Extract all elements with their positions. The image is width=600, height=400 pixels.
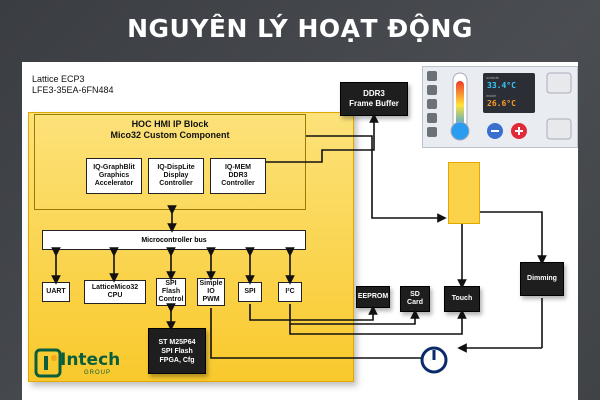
flash-line3: FPGA, Cfg: [159, 356, 195, 364]
module-line: Graphics: [98, 172, 130, 179]
module-line: Controller: [221, 180, 255, 187]
inside-temperature: 26.6°C: [487, 99, 516, 108]
side-button: [427, 71, 437, 81]
cpu-line2: CPU: [107, 292, 123, 299]
side-button: [427, 113, 437, 123]
flash-line2: SPI Flash: [161, 347, 193, 355]
spi-box: SPI: [238, 282, 262, 302]
sd-line1: SD: [410, 291, 420, 298]
intech-logo: Intech GROUP: [30, 344, 130, 384]
outside-label: outside: [486, 75, 499, 80]
inside-label: inside: [486, 93, 497, 98]
chip-part-number: LFE3-35EA-6FN484: [32, 85, 114, 95]
module-line: IQ-DispLite: [157, 164, 195, 171]
spi-flash-line3: Control: [158, 296, 184, 303]
display-connector: [448, 162, 480, 224]
sd-line2: Card: [407, 299, 423, 306]
side-button: [427, 85, 437, 95]
chip-label: Lattice ECP3 LFE3-35EA-6FN484: [32, 74, 114, 96]
gpio-line3: PWM: [202, 296, 220, 303]
chip-name: Lattice ECP3: [32, 74, 85, 84]
spi-flash-chip-box: ST M25P64 SPI Flash FPGA, Cfg: [148, 328, 206, 374]
cpu-box: LatticeMico32 CPU: [84, 280, 146, 304]
thermometer-icon: [450, 72, 572, 141]
module-line: DDR3: [228, 172, 248, 179]
thermostat-display: outside 33.4°C inside 26.6°C: [422, 66, 578, 148]
module-line: Controller: [159, 180, 193, 187]
ip-block-title-line1: HOC HMI IP Block: [131, 119, 209, 129]
dimming-box: Dimming: [520, 262, 564, 296]
logo-sub: GROUP: [84, 370, 112, 376]
ddr3-frame-buffer-box: DDR3 Frame Buffer: [340, 82, 408, 116]
module-line: Display: [163, 172, 189, 179]
intech-logo-icon: [34, 348, 62, 378]
module-line: IQ-MEM: [224, 164, 252, 171]
cpu-line1: LatticeMico32: [91, 284, 139, 291]
page-title: NGUYÊN LÝ HOẠT ĐỘNG: [127, 14, 473, 43]
connection-wires: [51, 113, 547, 374]
flash-line1: ST M25P64: [158, 338, 196, 346]
graphics-accelerator-box: IQ-GraphBlit Graphics Accelerator: [86, 158, 142, 194]
spi-flash-line1: SPI: [165, 280, 177, 287]
ip-block-title: HOC HMI IP Block Mico32 Custom Component: [35, 119, 305, 141]
gpio-pwm-box: Simple IO PWM: [197, 278, 225, 306]
outside-temperature: 33.4°C: [487, 81, 516, 90]
block-diagram: Lattice ECP3 LFE3-35EA-6FN484 HOC HMI IP…: [22, 62, 578, 400]
ip-block-title-line2: Mico32 Custom Component: [110, 130, 230, 140]
gpio-line1: Simple: [199, 280, 223, 287]
module-line: Accelerator: [94, 180, 134, 187]
side-button: [427, 127, 437, 137]
temperature-panel: [483, 73, 535, 113]
ddr3-line1: DDR3: [363, 89, 385, 98]
gpio-line2: IO: [207, 288, 215, 295]
side-button: [427, 99, 437, 109]
display-controller-box: IQ-DispLite Display Controller: [148, 158, 204, 194]
logo-name: Intech: [60, 350, 121, 370]
ddr3-line2: Frame Buffer: [349, 99, 399, 108]
module-line: IQ-GraphBlit: [93, 164, 135, 171]
spi-flash-line2: Flash: [161, 288, 181, 295]
ddr3-controller-box: IQ-MEM DDR3 Controller: [210, 158, 266, 194]
